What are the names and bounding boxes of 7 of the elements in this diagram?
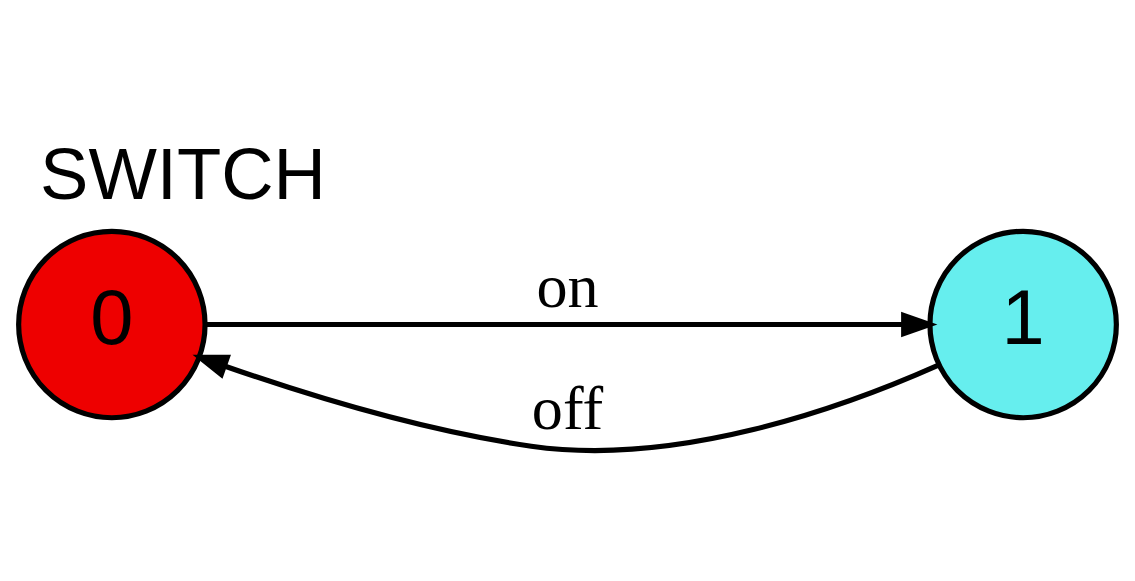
node-circle: 0: [16, 228, 208, 420]
edge-label: off: [531, 373, 604, 442]
diagram-title: SWITCH: [40, 132, 326, 214]
arrow: [205, 311, 938, 337]
arrow: [192, 354, 940, 453]
node-circle: 1: [927, 228, 1119, 420]
edge-label: on: [536, 251, 599, 320]
